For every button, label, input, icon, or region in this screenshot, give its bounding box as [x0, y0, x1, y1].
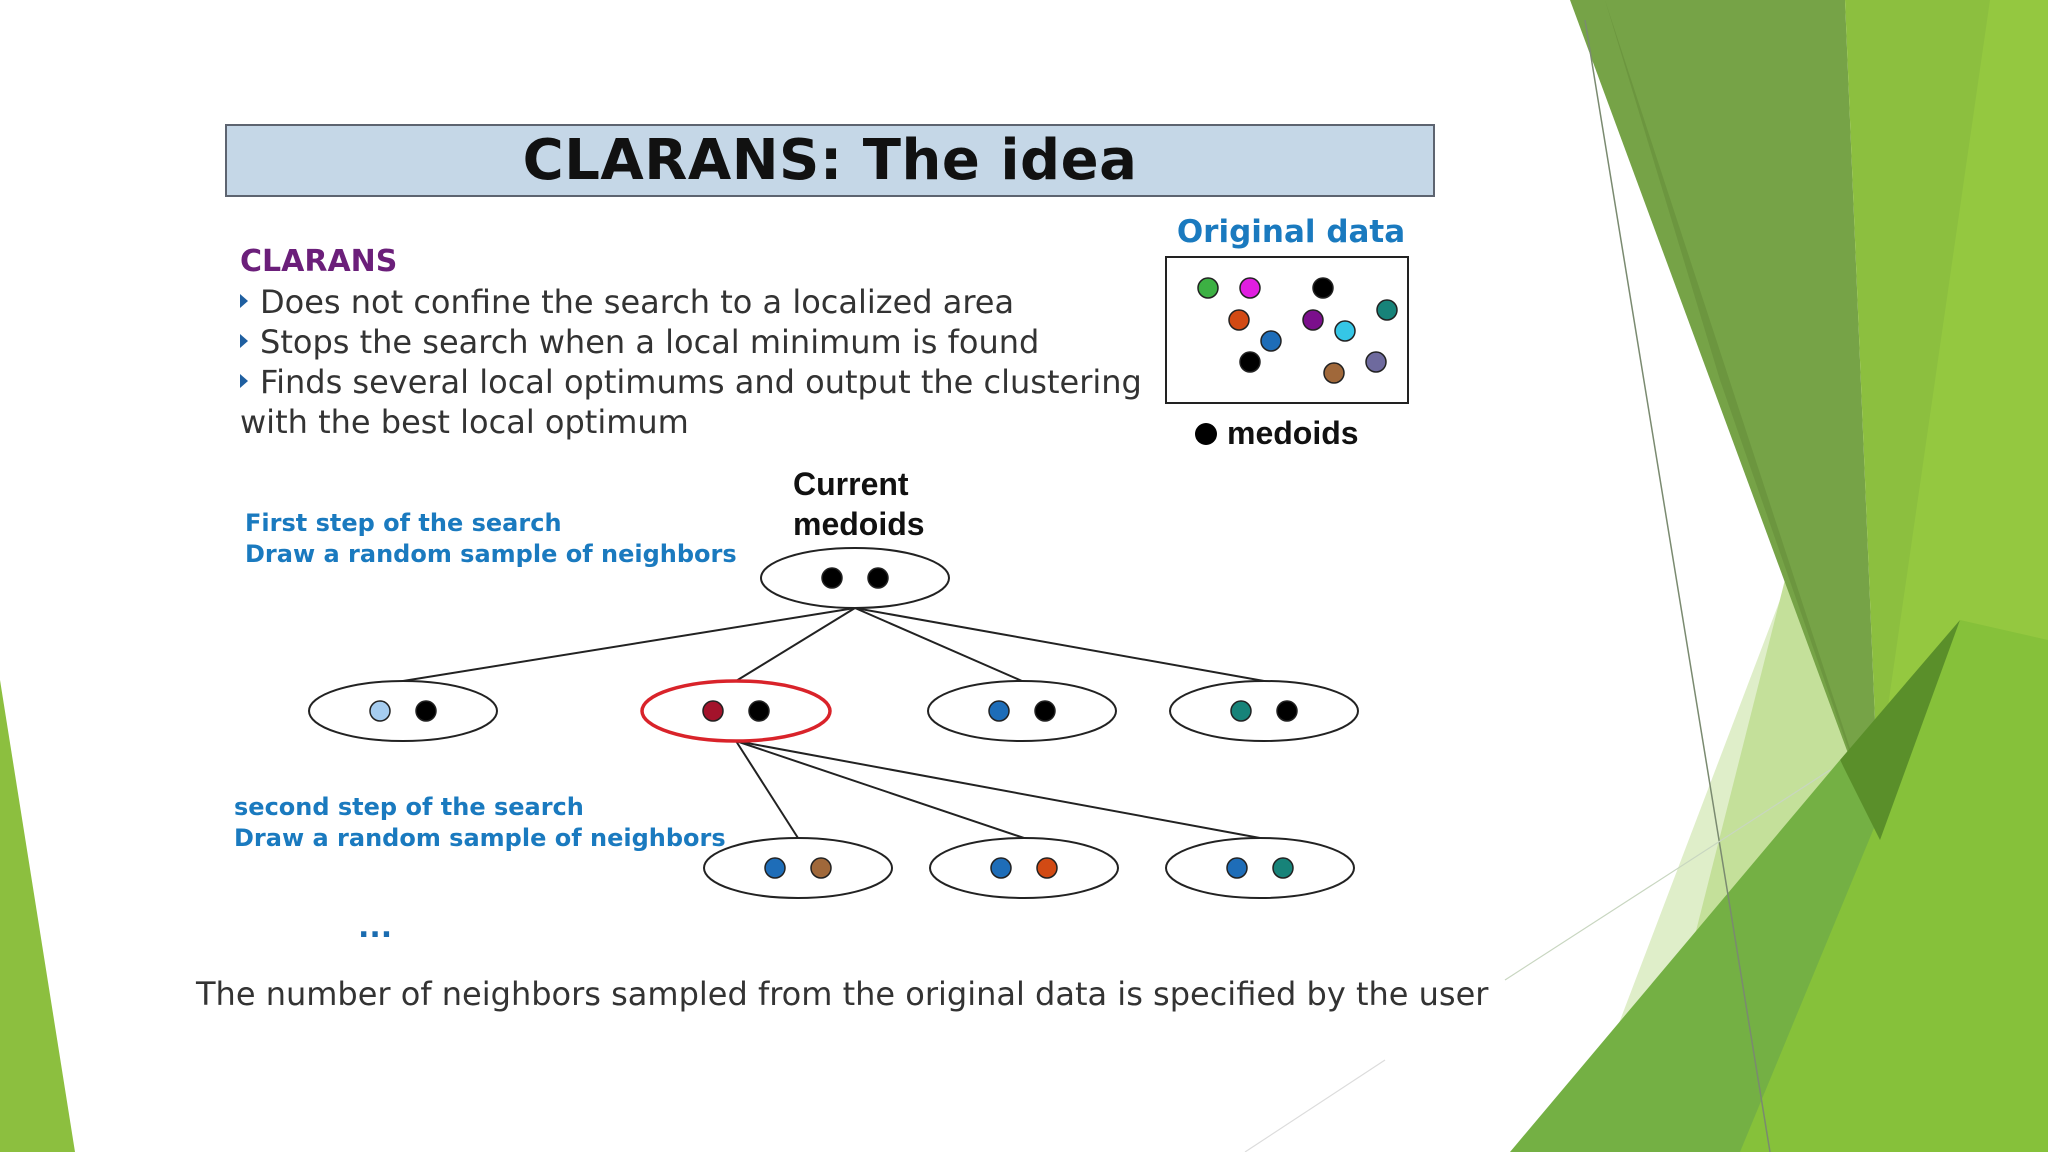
original-data-point-magenta [1239, 277, 1261, 299]
second-step-line: second step of the search [234, 793, 584, 821]
second-level-neighbor-node [929, 837, 1119, 899]
original-data-point-teal [1376, 299, 1398, 321]
theme-shape-lower2 [1740, 620, 2048, 1152]
current-medoids-node-point [867, 567, 889, 589]
title-box: CLARANS: The idea [225, 124, 1435, 197]
first-step-line: First step of the search [245, 509, 562, 537]
bullet-text: Finds several local optimums and output … [260, 363, 1142, 401]
second-level-neighbor-node-point [1226, 857, 1248, 879]
selected-neighbor-node-point [702, 700, 724, 722]
theme-shape-deep [1840, 620, 1960, 840]
theme-shape-dark [1570, 0, 1880, 840]
medoid-dot-icon [1195, 422, 1217, 445]
original-data-point-black [1239, 351, 1261, 373]
second-step-line: Draw a random sample of neighbors [234, 824, 726, 852]
original-data-point-blue [1260, 330, 1282, 352]
footer-note: The number of neighbors sampled from the… [196, 975, 1489, 1013]
theme-line [1504, 769, 1831, 981]
tree-edge [735, 740, 1261, 839]
tree-edge [735, 740, 1025, 839]
medoids-legend-text: medoids [1227, 415, 1359, 451]
bullet-item: Does not confine the search to a localiz… [240, 282, 1160, 322]
current-medoids-node [760, 547, 950, 609]
neighbor-node-point [1276, 700, 1298, 722]
bullet-arrow-icon [240, 334, 248, 348]
continuation-ellipsis: ... [358, 910, 393, 945]
bullet-continuation: with the best local optimum [240, 403, 689, 441]
second-level-neighbor-node-point [990, 857, 1012, 879]
bullet-item: Finds several local optimums and output … [240, 362, 1160, 402]
neighbor-node [308, 680, 498, 742]
theme-line [1244, 1059, 1386, 1152]
tree-edge [735, 740, 799, 839]
tree-edge [402, 607, 856, 682]
neighbor-node-point [988, 700, 1010, 722]
selected-neighbor-node-point [748, 700, 770, 722]
bullet-arrow-icon [240, 294, 248, 308]
current-medoids-label: Current medoids [793, 464, 925, 544]
theme-line [1584, 19, 1771, 1152]
bullet-item: Stops the search when a local minimum is… [240, 322, 1160, 362]
neighbor-node-point [1034, 700, 1056, 722]
original-data-point-black [1312, 277, 1334, 299]
original-data-point-purple [1302, 309, 1324, 331]
original-data-point-slate [1365, 351, 1387, 373]
original-data-label: Original data [1176, 214, 1406, 250]
second-level-neighbor-node-point [810, 857, 832, 879]
original-data-point-brown [1323, 362, 1345, 384]
current-medoids-line: medoids [793, 506, 925, 542]
tree-edge [854, 607, 1265, 682]
section-heading: CLARANS [240, 244, 398, 279]
neighbor-node-point [415, 700, 437, 722]
second-level-neighbor-node [1165, 837, 1355, 899]
theme-shape-dark2 [1605, 0, 1880, 840]
bullet-list: Does not confine the search to a localiz… [240, 282, 1160, 442]
neighbor-node-point [1230, 700, 1252, 722]
current-medoids-line: Current [793, 466, 909, 502]
neighbor-node-point [369, 700, 391, 722]
neighbor-node [1169, 680, 1359, 742]
current-medoids-node-point [821, 567, 843, 589]
second-level-neighbor-node [703, 837, 893, 899]
slide-title: CLARANS: The idea [522, 128, 1138, 193]
bullet-arrow-icon [240, 374, 248, 388]
original-data-point-orange [1228, 309, 1250, 331]
bullet-text: Stops the search when a local minimum is… [260, 323, 1040, 361]
bullet-text: Does not confine the search to a localiz… [260, 283, 1015, 321]
tree-edge [735, 607, 856, 682]
theme-shape-left [0, 680, 75, 1152]
second-level-neighbor-node-point [1036, 857, 1058, 879]
original-data-point-cyan [1334, 320, 1356, 342]
second-level-neighbor-node-point [764, 857, 786, 879]
second-level-neighbor-node-point [1272, 857, 1294, 879]
first-step-line: Draw a random sample of neighbors [245, 540, 737, 568]
medoids-legend: medoids [1195, 415, 1359, 452]
tree-edge [854, 607, 1023, 682]
selected-neighbor-node [640, 679, 832, 743]
second-step-label: second step of the search Draw a random … [234, 792, 726, 854]
first-step-label: First step of the search Draw a random s… [245, 508, 737, 570]
neighbor-node [927, 680, 1117, 742]
original-data-point-green [1197, 277, 1219, 299]
